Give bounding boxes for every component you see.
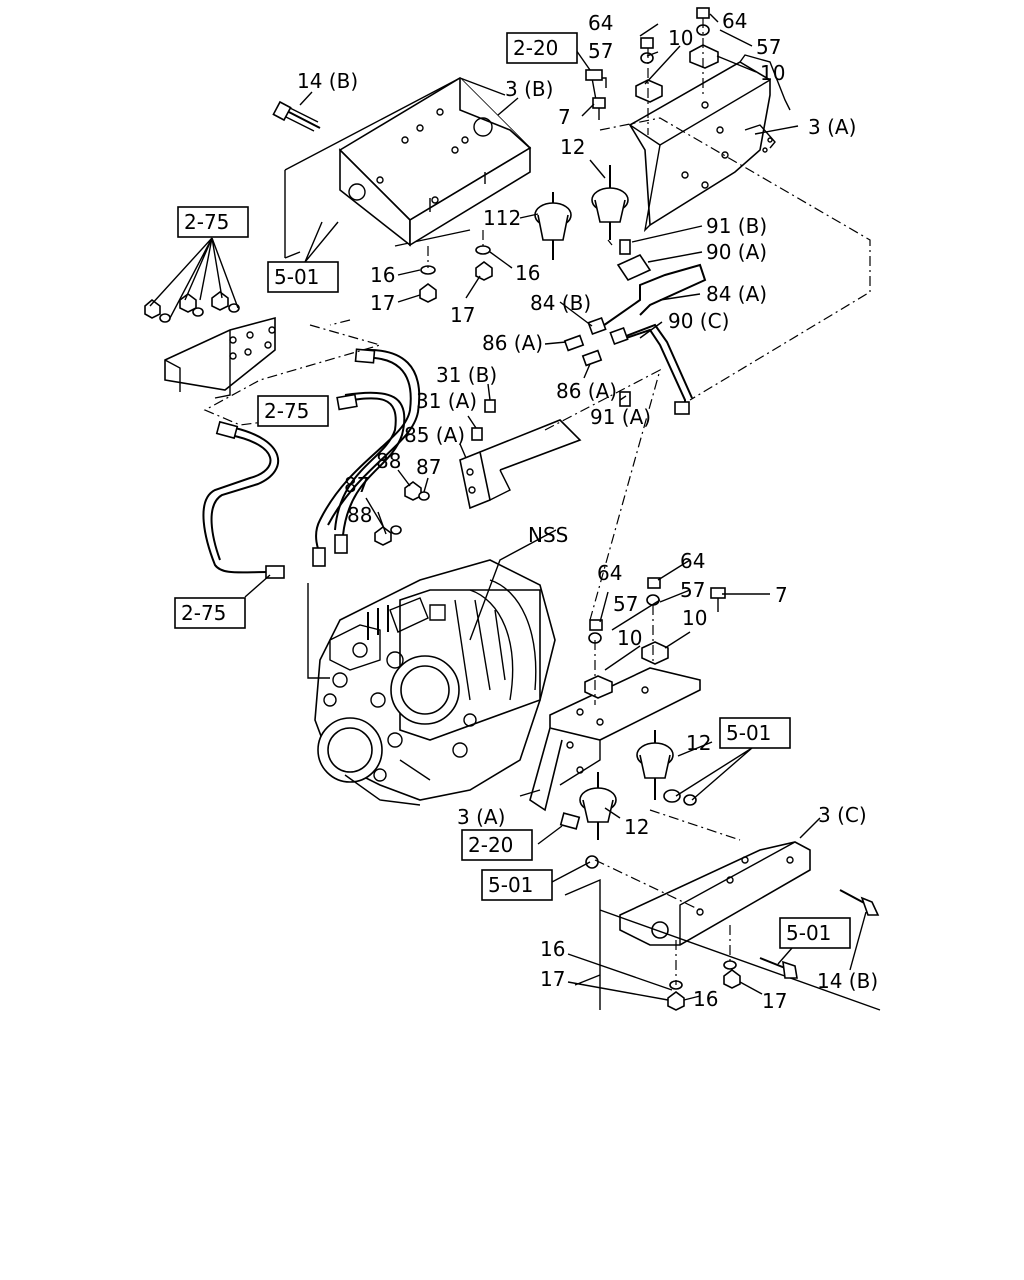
ref-box-5-01: 5-01 — [488, 873, 533, 897]
label-12: 12 — [560, 135, 585, 159]
label-17: 17 — [540, 967, 565, 991]
label-57: 57 — [756, 35, 781, 59]
ref-box-2-75: 2-75 — [184, 210, 229, 234]
transmission-housing — [314, 559, 556, 806]
engine-mount-12-lower-left — [579, 772, 617, 840]
label-87: 87 — [416, 455, 441, 479]
label-7: 7 — [775, 583, 788, 607]
label-16: 16 — [370, 263, 395, 287]
washers-upper — [419, 230, 493, 303]
ref-box-2-75: 2-75 — [181, 601, 226, 625]
label-10: 10 — [760, 61, 785, 85]
label-3a: 3 (A) — [808, 115, 856, 139]
fastener-stack-upper-right — [585, 7, 719, 135]
bracket-2-75-left — [144, 291, 276, 399]
frame-rail-3a-upper — [628, 54, 791, 233]
label-12: 12 — [624, 815, 649, 839]
fastener-stack-lower — [584, 577, 726, 705]
label-88: 88 — [376, 449, 401, 473]
label-64: 64 — [680, 549, 705, 573]
label-64: 64 — [597, 561, 622, 585]
label-17: 17 — [450, 303, 475, 327]
label-57: 57 — [613, 592, 638, 616]
label-57: 57 — [588, 39, 613, 63]
bracket-3b — [338, 76, 532, 247]
label-10: 10 — [668, 26, 693, 50]
label-16: 16 — [540, 937, 565, 961]
label-64: 64 — [588, 11, 613, 35]
label-88: 88 — [347, 503, 372, 527]
label-87: 87 — [344, 473, 369, 497]
center-lines — [203, 117, 871, 911]
label-85a: 85 (A) — [404, 423, 465, 447]
label-90c: 90 (C) — [668, 309, 729, 333]
label-3b: 3 (B) — [505, 77, 553, 101]
label-10: 10 — [682, 606, 707, 630]
label-86a: 86 (A) — [556, 379, 617, 403]
label-3c: 3 (C) — [818, 803, 867, 827]
washers-lower — [559, 789, 741, 1011]
label-64: 64 — [722, 9, 747, 33]
label-112: 112 — [483, 206, 521, 230]
label-14b: 14 (B) — [297, 69, 358, 93]
label-12: 12 — [686, 731, 711, 755]
part-number-labels: 64 64 57 10 57 10 14 (B) 3 (B) 7 3 (A) 1… — [297, 9, 878, 1013]
pipe-84 — [587, 239, 707, 415]
label-91a: 91 (A) — [590, 405, 651, 429]
ref-box-5-01: 5-01 — [786, 921, 831, 945]
bracket-3a-lower — [529, 667, 701, 812]
bolt-14b-upper — [272, 100, 321, 132]
reference-boxes: 2-20 2-75 5-01 2-75 2-75 5-01 2-20 5-01 … — [174, 32, 851, 949]
label-17: 17 — [762, 989, 787, 1013]
label-7: 7 — [558, 105, 571, 129]
bolt-14b-lower — [759, 889, 880, 979]
label-16: 16 — [693, 987, 718, 1011]
label-84b: 84 (B) — [530, 291, 591, 315]
label-14b: 14 (B) — [817, 969, 878, 993]
label-17: 17 — [370, 291, 395, 315]
bracket-85a — [374, 334, 631, 546]
label-3a: 3 (A) — [457, 805, 505, 829]
leader-lines — [299, 13, 867, 1001]
ref-box-5-01: 5-01 — [274, 265, 319, 289]
engine-mount-12-lower-right — [636, 730, 674, 800]
label-16: 16 — [515, 261, 540, 285]
label-86a: 86 (A) — [482, 331, 543, 355]
label-10: 10 — [617, 626, 642, 650]
frame-rail-3c-lower — [564, 841, 881, 1011]
label-31b: 31 (B) — [436, 363, 497, 387]
ref-box-5-01: 5-01 — [726, 721, 771, 745]
label-nss: NSS — [528, 523, 568, 547]
ref-box-2-75: 2-75 — [264, 399, 309, 423]
engine-mount-112 — [534, 192, 572, 260]
label-90a: 90 (A) — [706, 240, 767, 264]
label-84a: 84 (A) — [706, 282, 767, 306]
label-31a: 31 (A) — [416, 389, 477, 413]
ref-box-2-20: 2-20 — [513, 36, 558, 60]
engine-mount-12-upper — [591, 165, 629, 240]
hose-assemblies — [202, 348, 421, 579]
ref-box-2-20: 2-20 — [468, 833, 513, 857]
label-91b: 91 (B) — [706, 214, 767, 238]
label-57: 57 — [680, 578, 705, 602]
